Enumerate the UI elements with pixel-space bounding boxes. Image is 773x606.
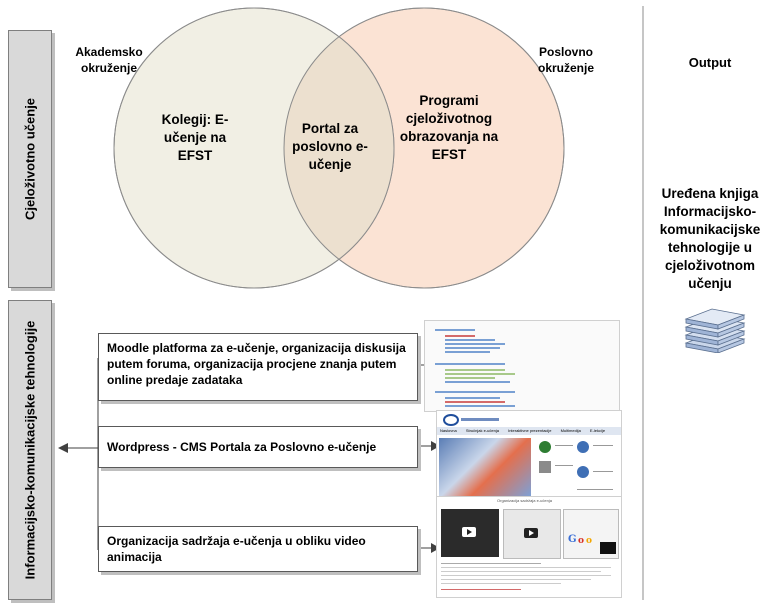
ict-label: Informacijsko-komunikacijske tehnologije (8, 300, 52, 600)
moodle-text: Moodle platforma za e-učenje, organizaci… (107, 341, 406, 387)
lifelong-learning-label: Cjeloživotno učenje (8, 30, 52, 288)
video-text: Organizacija sadržaja e-učenja u obliku … (107, 534, 366, 564)
output-heading: Output (688, 55, 732, 70)
stacked-books-icon (684, 308, 746, 353)
portal-icon-1 (539, 441, 551, 453)
business-env-label: Poslovno okruženje (537, 45, 594, 75)
overlap-label: Portal za poslovno e-učenje (292, 121, 368, 172)
portal-logo (443, 414, 499, 426)
portal-menu: Naslovna Stručnjak e-učenja Interaktivne… (437, 427, 621, 435)
menu-item-multimedija: Multimedija (560, 428, 581, 433)
wordpress-box: Wordpress - CMS Portala za Poslovno e-uč… (98, 426, 418, 468)
video-player-3[interactable]: G o o (563, 509, 619, 559)
wordpress-screenshot: Naslovna Stručnjak e-učenja Interaktivne… (436, 410, 622, 498)
portal-banner (439, 438, 531, 496)
overlap-region (284, 8, 394, 288)
left-circle-label: Kolegij: E-učenje na EFST (161, 112, 229, 163)
video-box: Organizacija sadržaja e-učenja u obliku … (98, 526, 418, 572)
academic-env-label: Akademsko okruženje (75, 45, 143, 75)
video-caption: Organizacija sadržaja e-učenja (497, 498, 552, 503)
right-circle-label: Programi cjeloživotnog obrazovanja na EF… (399, 93, 499, 162)
output-book-text: Uređena knjiga Informacijsko-komunikacij… (659, 186, 761, 291)
menu-item-naslovna: Naslovna (440, 428, 457, 433)
menu-item-strucnjak: Stručnjak e-učenja (465, 428, 499, 433)
video-player-2[interactable] (503, 509, 561, 559)
portal-icon-4 (577, 466, 589, 478)
moodle-screenshot (424, 320, 620, 412)
video-player-1[interactable] (441, 509, 499, 557)
menu-item-elekcije: E-lekcije (589, 428, 606, 433)
wordpress-text: Wordpress - CMS Portala za Poslovno e-uč… (107, 440, 377, 454)
moodle-box: Moodle platforma za e-učenje, organizaci… (98, 333, 418, 401)
portal-icon-3 (577, 441, 589, 453)
video-screenshot: Organizacija sadržaja e-učenja G o o (436, 496, 622, 598)
google-logo-icon: G (568, 534, 577, 545)
menu-item-prezentacije: Interaktivne prezentacije (508, 428, 552, 433)
portal-icon-2 (539, 461, 551, 473)
